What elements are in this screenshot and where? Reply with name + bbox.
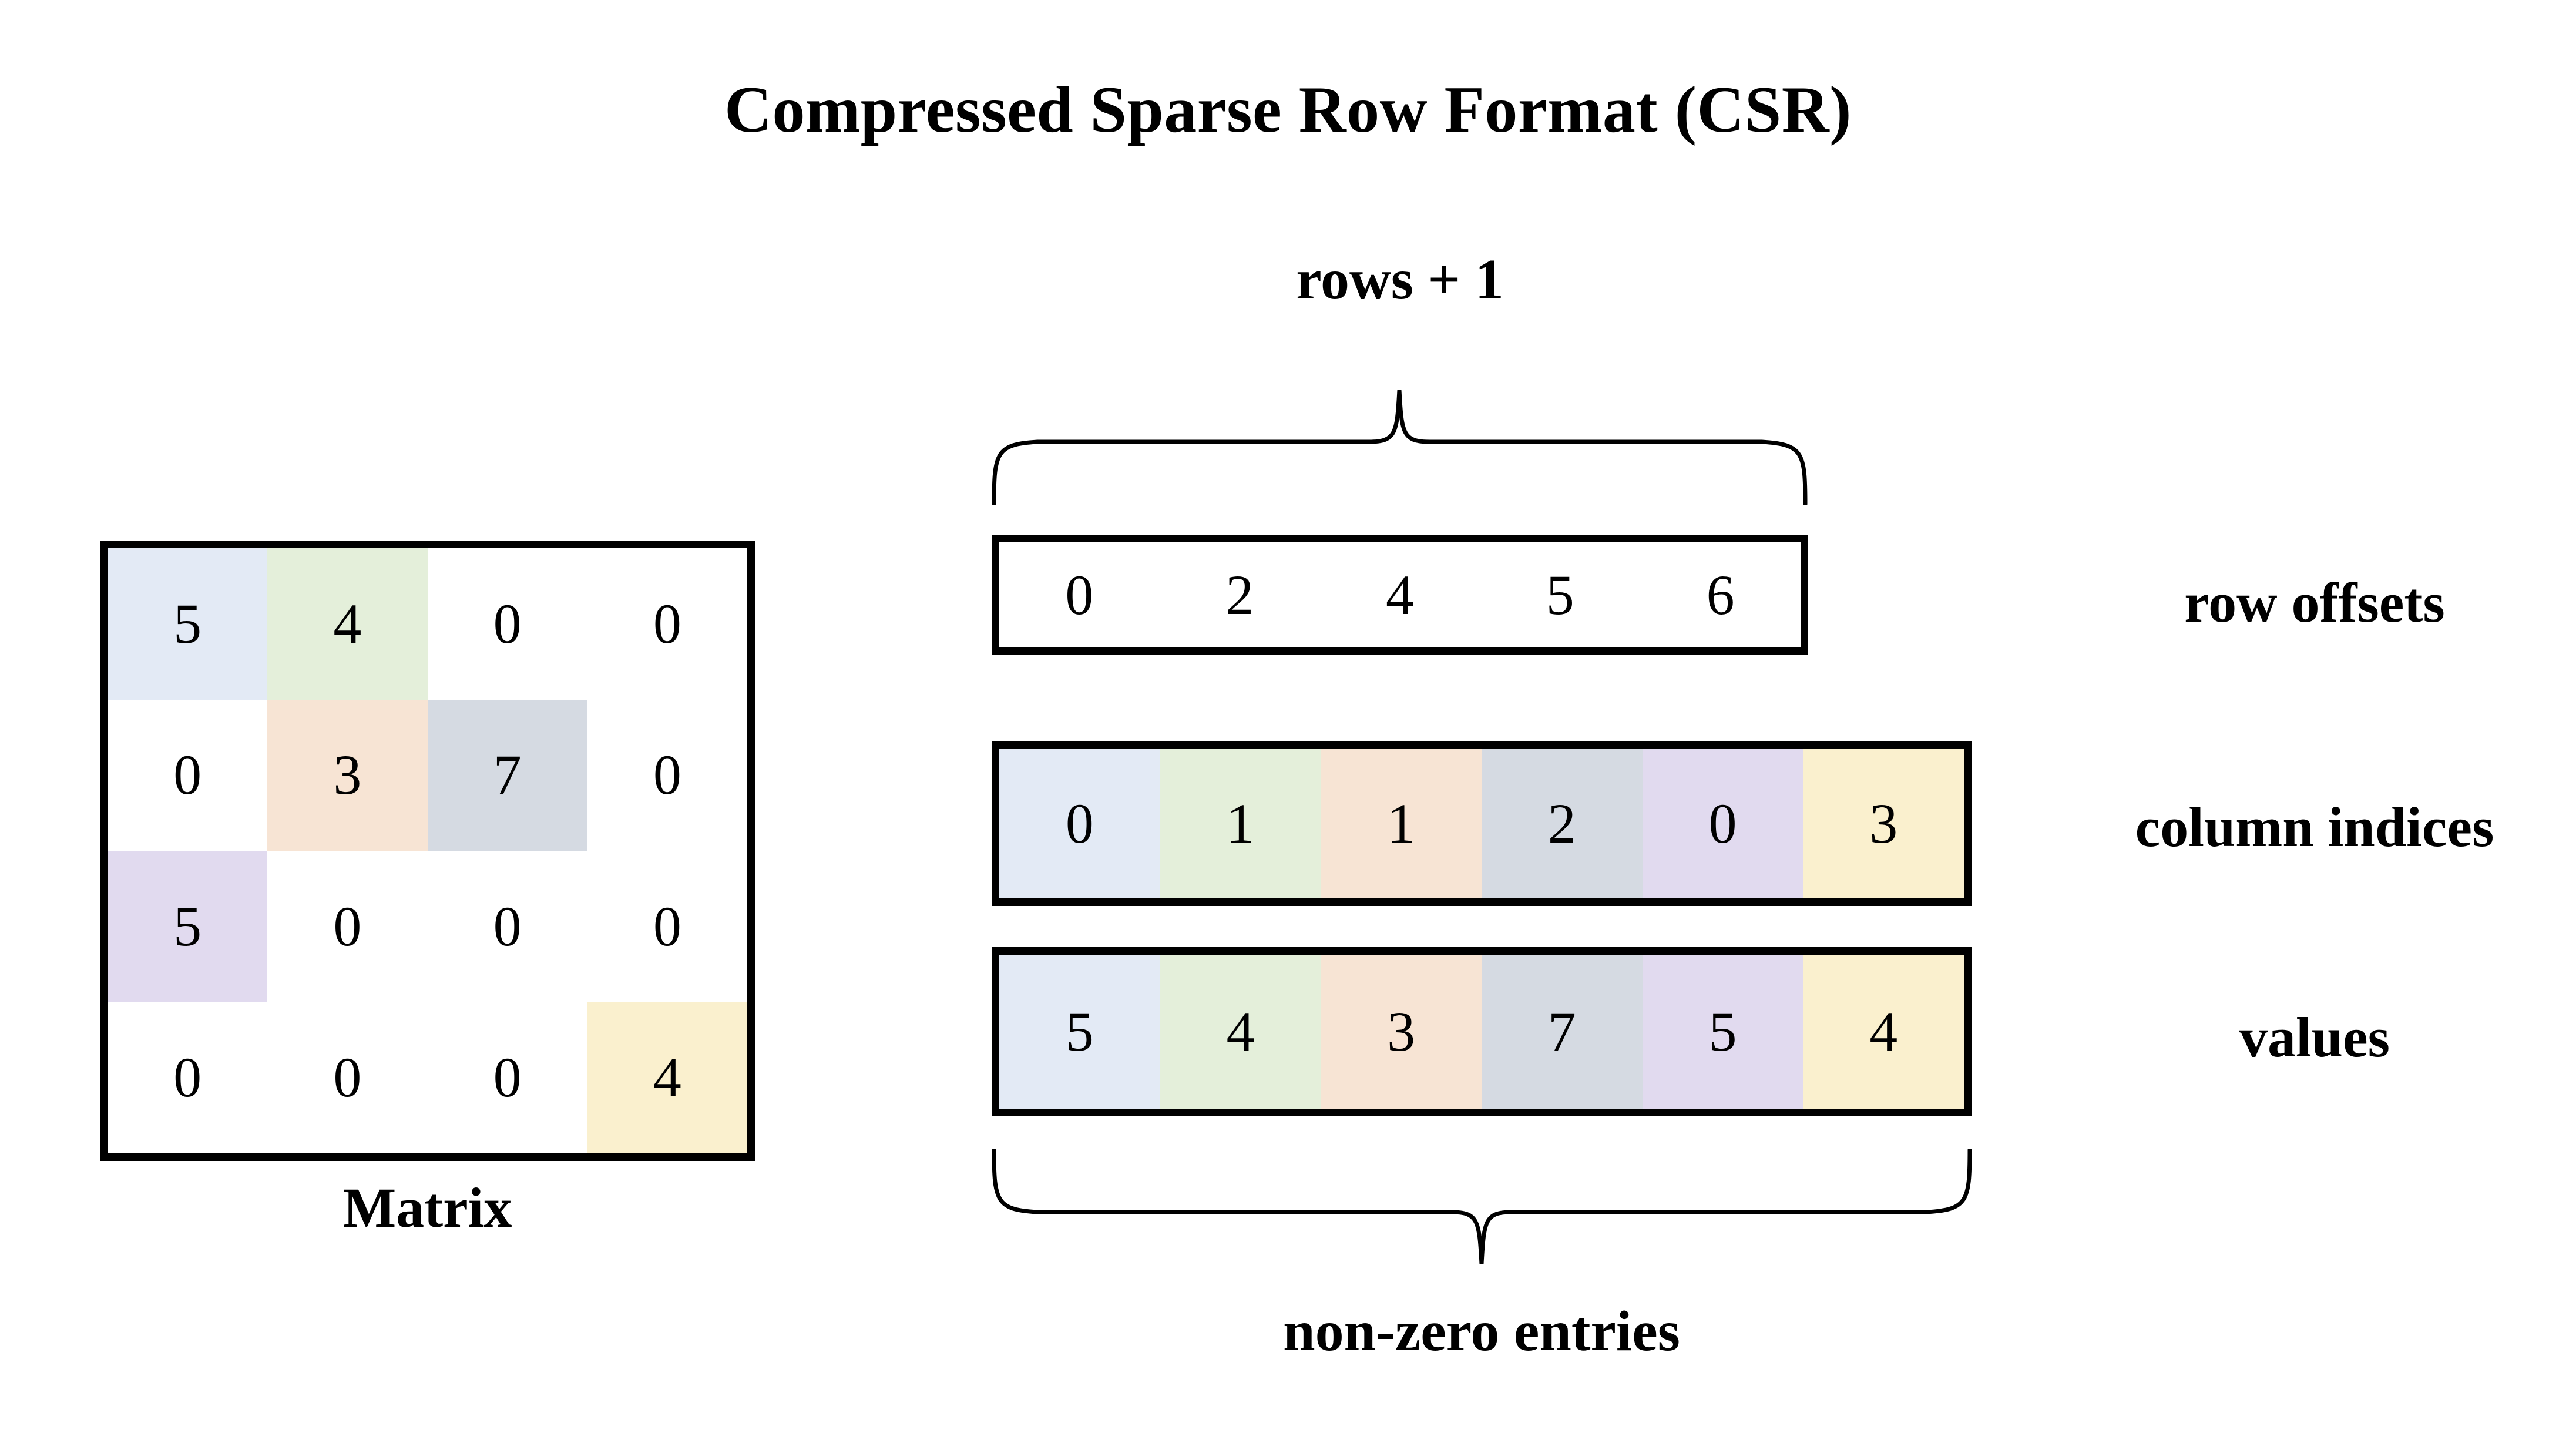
matrix-cell: 7 xyxy=(427,699,587,851)
matrix-cell: 0 xyxy=(108,1002,268,1153)
row-offsets-label: row offsets xyxy=(2184,571,2445,634)
matrix-cell: 0 xyxy=(587,851,747,1002)
matrix-cell: 0 xyxy=(427,1002,587,1153)
array-cell: 5 xyxy=(1480,542,1641,647)
matrix-caption: Matrix xyxy=(342,1176,512,1239)
array-cell: 4 xyxy=(1319,542,1480,647)
matrix-cell: 0 xyxy=(108,699,268,851)
top-brace-icon xyxy=(992,390,1808,505)
matrix-cell: 0 xyxy=(427,548,587,700)
matrix-cell: 5 xyxy=(108,851,268,1002)
matrix-cell: 0 xyxy=(587,699,747,851)
matrix-cell: 0 xyxy=(427,851,587,1002)
matrix-cell: 4 xyxy=(267,548,428,700)
array-cell: 3 xyxy=(1803,749,1964,898)
array-cell: 7 xyxy=(1482,955,1643,1109)
matrix-cell: 4 xyxy=(587,1002,747,1153)
array-cell: 1 xyxy=(1321,749,1482,898)
array-cell: 6 xyxy=(1640,542,1801,647)
array-cell: 5 xyxy=(1642,955,1803,1109)
rows-plus-one-label: rows + 1 xyxy=(1296,248,1504,311)
page-title: Compressed Sparse Row Format (CSR) xyxy=(724,73,1852,146)
array-cell: 0 xyxy=(999,542,1160,647)
array-cell: 0 xyxy=(1642,749,1803,898)
array-cell: 3 xyxy=(1321,955,1482,1109)
array-cell: 4 xyxy=(1803,955,1964,1109)
array-cell: 2 xyxy=(1482,749,1643,898)
values-label: values xyxy=(2239,1006,2390,1069)
matrix-cell: 0 xyxy=(267,851,428,1002)
matrix-cell: 0 xyxy=(587,548,747,700)
bottom-brace-icon xyxy=(992,1149,1972,1264)
array-cell: 1 xyxy=(1160,749,1321,898)
array-cell: 5 xyxy=(999,955,1160,1109)
array-cell: 2 xyxy=(1159,542,1320,647)
array-cell: 0 xyxy=(999,749,1160,898)
matrix-cell: 3 xyxy=(267,699,428,851)
matrix-cell: 0 xyxy=(267,1002,428,1153)
matrix-cell: 5 xyxy=(108,548,268,700)
non-zero-entries-label: non-zero entries xyxy=(1283,1300,1680,1363)
column-indices-label: column indices xyxy=(2135,796,2494,858)
array-cell: 4 xyxy=(1160,955,1321,1109)
